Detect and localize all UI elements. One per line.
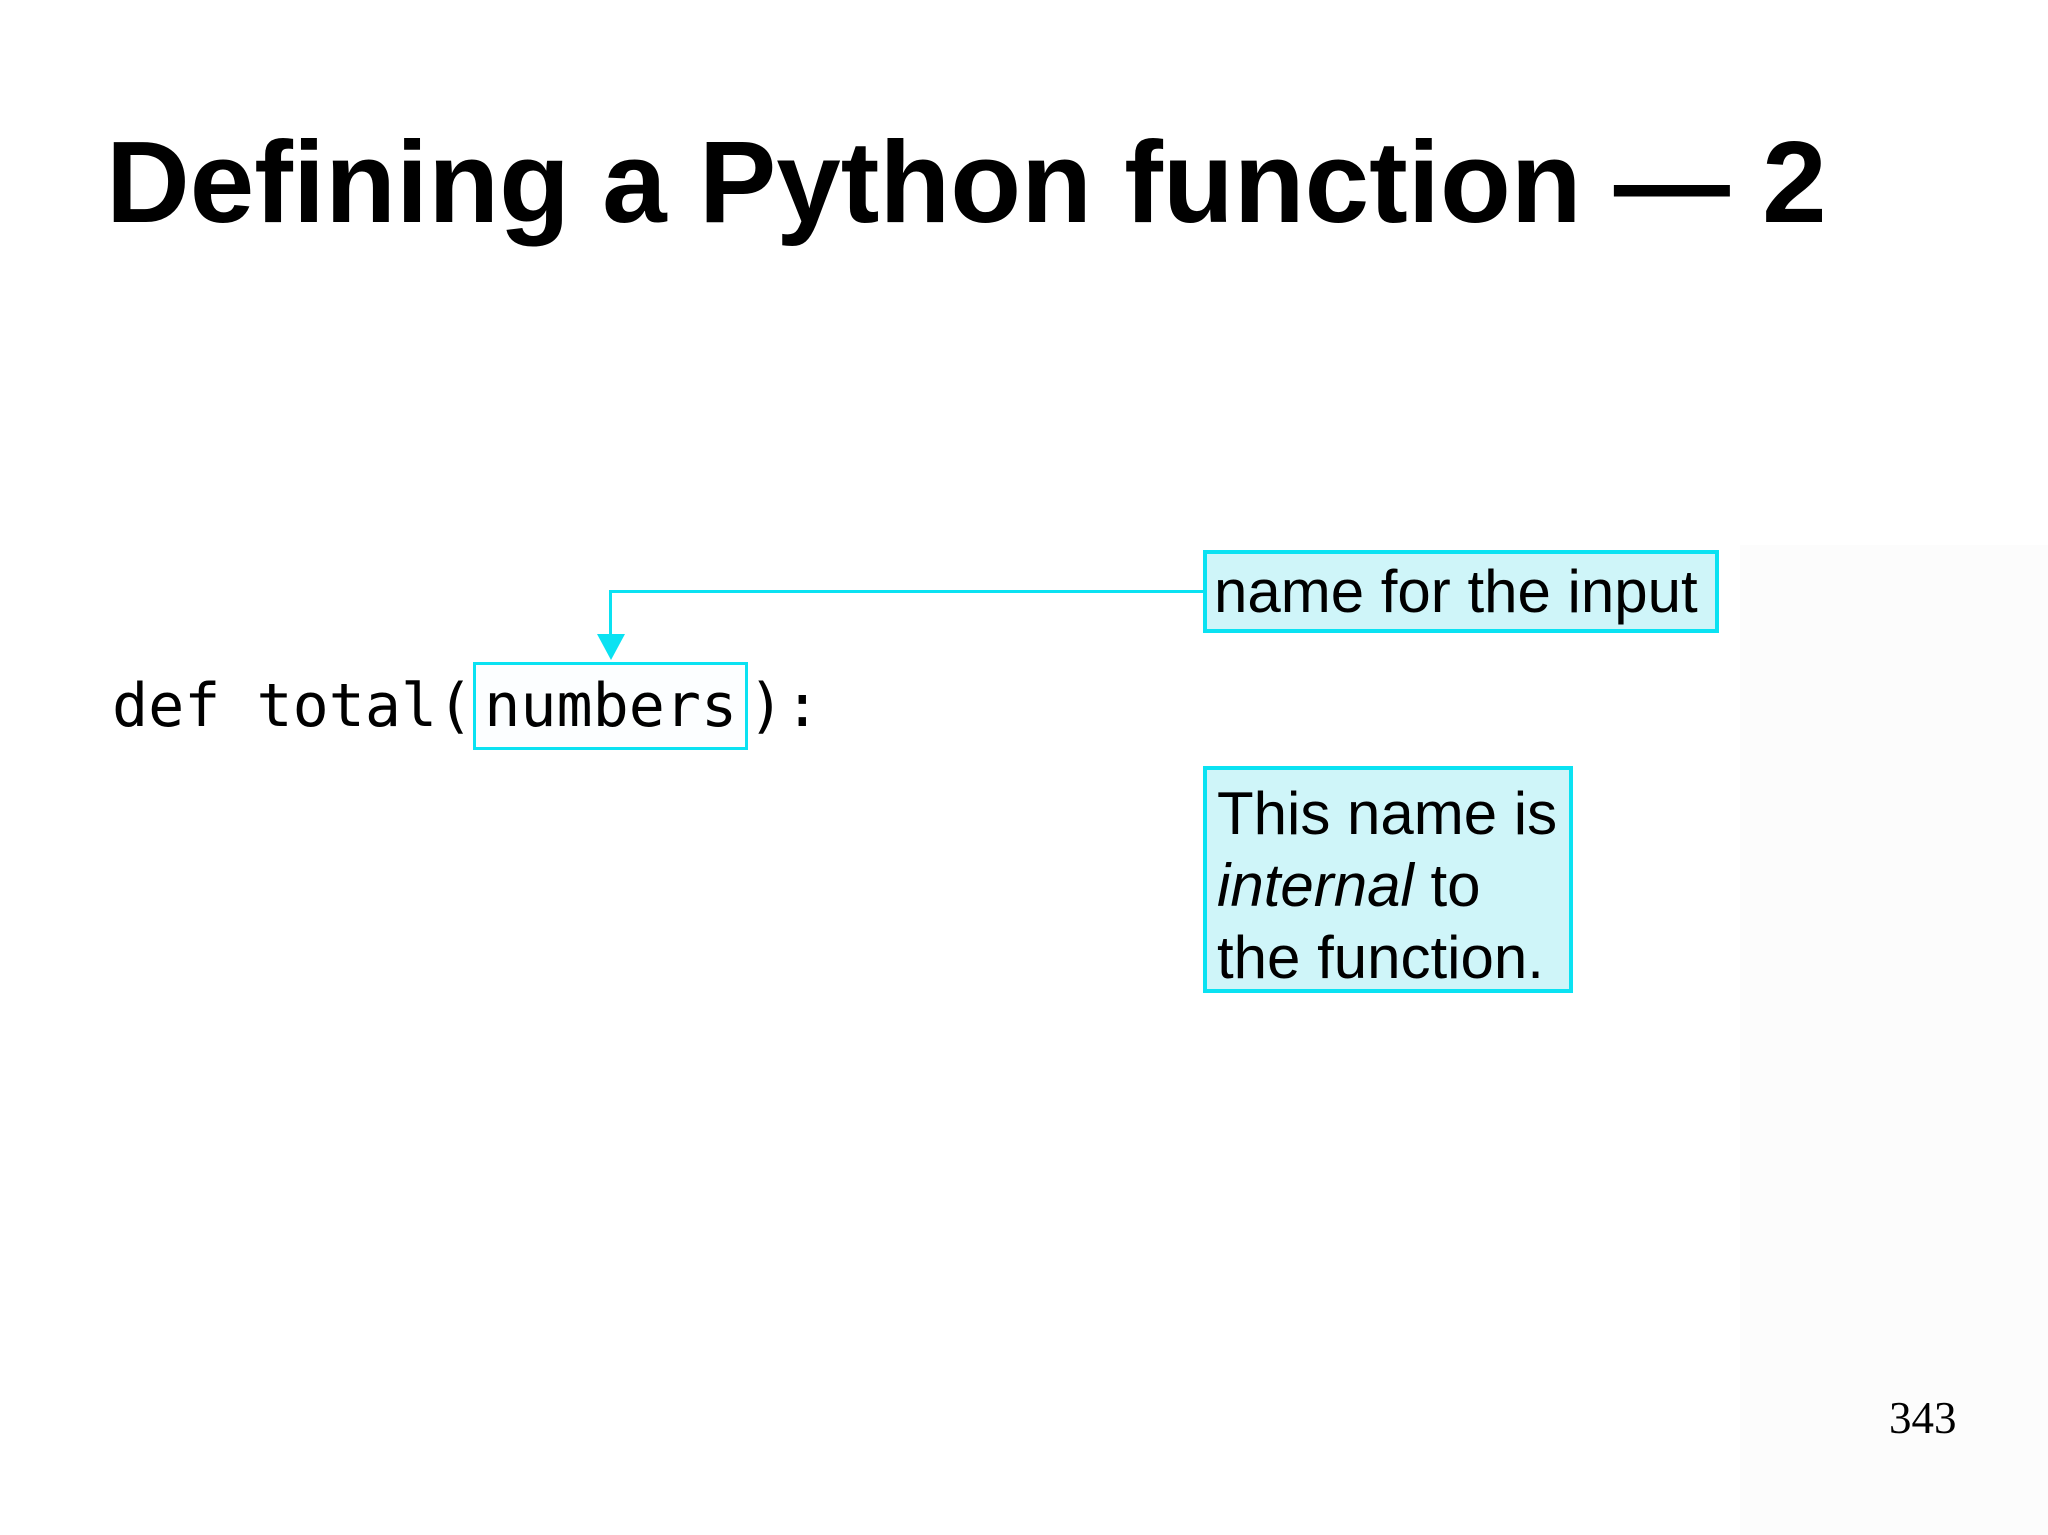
connector-line-horizontal bbox=[609, 590, 1203, 593]
arrow-down-icon bbox=[597, 634, 625, 660]
code-before: def total( bbox=[112, 671, 474, 741]
page-title: Defining a Python function — 2 bbox=[106, 117, 1827, 247]
internal-note-line3: the function. bbox=[1217, 924, 1544, 991]
code-line: def total(numbers): bbox=[112, 662, 821, 750]
connector-line-vertical bbox=[609, 590, 612, 636]
callout-name-label: name for the input bbox=[1214, 558, 1698, 625]
internal-note-line2: internal to bbox=[1217, 852, 1481, 919]
right-shade-band bbox=[1740, 545, 2048, 1535]
internal-italic-word: internal bbox=[1217, 852, 1414, 919]
param-highlight-box: numbers bbox=[473, 662, 749, 750]
callout-internal-note: This name is internal to the function. bbox=[1203, 766, 1573, 993]
code-param: numbers bbox=[484, 671, 738, 741]
callout-name-for-input: name for the input bbox=[1203, 550, 1719, 633]
internal-note-line1: This name is bbox=[1217, 780, 1558, 847]
page-number: 343 bbox=[1889, 1393, 1957, 1443]
code-after: ): bbox=[748, 671, 821, 741]
